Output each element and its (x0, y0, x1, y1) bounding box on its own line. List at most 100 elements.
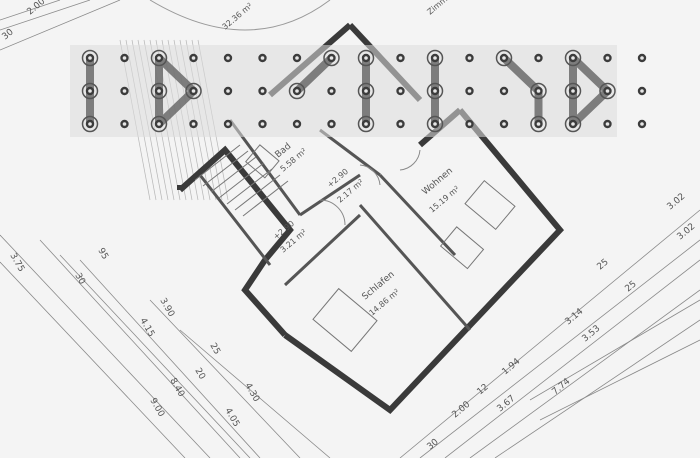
dimension-line (469, 289, 700, 458)
pattern-dot[interactable] (465, 86, 474, 96)
pattern-dot[interactable] (603, 53, 612, 63)
pattern-dot[interactable] (396, 86, 405, 96)
pattern-dot[interactable] (499, 86, 509, 96)
pattern-dot-center (191, 122, 196, 126)
pattern-dot[interactable] (327, 86, 336, 96)
pattern-dot[interactable] (189, 53, 198, 63)
pattern-dot[interactable] (120, 53, 129, 63)
pattern-dot[interactable] (495, 49, 513, 67)
pattern-dot-center (122, 122, 127, 126)
pattern-dot[interactable] (534, 53, 543, 63)
pattern-dot[interactable] (564, 49, 582, 67)
pattern-dot[interactable] (120, 86, 129, 96)
pattern-dot[interactable] (288, 82, 306, 100)
pattern-dot[interactable] (396, 53, 405, 63)
door-swing (319, 199, 346, 226)
pattern-dot[interactable] (258, 86, 267, 96)
sofa (464, 179, 516, 231)
pattern-dot[interactable] (120, 119, 129, 129)
dimension-line (39, 239, 241, 458)
pattern-dot[interactable] (185, 82, 202, 100)
pattern-dot-center (260, 56, 265, 60)
pattern-dot[interactable] (150, 115, 168, 133)
dimension-line (539, 339, 700, 421)
pattern-dot[interactable] (258, 53, 267, 63)
pattern-dot[interactable] (564, 115, 582, 133)
pattern-dot[interactable] (223, 53, 233, 63)
pattern-dot-ring (357, 82, 375, 100)
pattern-dot-center (295, 89, 299, 93)
pattern-dot[interactable] (323, 49, 340, 67)
dimension-line (59, 254, 251, 458)
pattern-dot[interactable] (637, 53, 647, 63)
pattern-dot-ring (357, 49, 375, 67)
pattern-dot-ring (599, 82, 616, 100)
pattern-dot-ring (564, 82, 582, 100)
dimension-line (529, 299, 700, 401)
pattern-dot-center (295, 122, 299, 126)
pattern-dot-center (398, 56, 403, 60)
dimension-label: 25 (207, 342, 221, 357)
pattern-dot-ring (426, 82, 444, 100)
pattern-dot-center (467, 89, 472, 93)
pattern-dot-ring (81, 82, 99, 100)
pattern-dot[interactable] (426, 82, 444, 100)
pattern-dot-ring (81, 115, 99, 133)
pattern-dot[interactable] (426, 49, 444, 67)
table (439, 226, 485, 270)
door-swing (359, 164, 381, 186)
pattern-dot[interactable] (637, 119, 647, 129)
pattern-dot[interactable] (292, 119, 302, 129)
pattern-dot[interactable] (292, 53, 302, 63)
dimension-line (494, 319, 700, 458)
pattern-dot-center (571, 89, 575, 93)
pattern-dot[interactable] (499, 119, 509, 129)
pattern-dot[interactable] (564, 82, 582, 100)
pattern-dot[interactable] (189, 119, 198, 129)
pattern-dot-center (536, 122, 541, 126)
pattern-dot[interactable] (599, 82, 616, 100)
dimension-line (0, 0, 91, 31)
pattern-dot[interactable] (223, 119, 233, 129)
pattern-dot[interactable] (81, 82, 99, 100)
pattern-dot[interactable] (465, 119, 474, 129)
pattern-dot[interactable] (81, 115, 99, 133)
pattern-dot-center (226, 89, 230, 93)
bed (312, 287, 378, 353)
stairs (194, 144, 289, 217)
pattern-dot[interactable] (530, 82, 547, 100)
pattern-dot[interactable] (81, 49, 99, 67)
interior-wall (319, 128, 381, 177)
pattern-dot[interactable] (426, 115, 444, 133)
pattern-dot[interactable] (150, 49, 168, 67)
interior-wall (378, 173, 457, 257)
pattern-dot-center (433, 89, 437, 93)
pattern-dot-center (295, 56, 299, 60)
pattern-dot[interactable] (637, 86, 647, 96)
pattern-dot-center (605, 56, 610, 60)
pattern-dot-ring (564, 115, 582, 133)
pattern-dot[interactable] (396, 119, 405, 129)
pattern-dot[interactable] (223, 86, 233, 96)
pattern-dot[interactable] (258, 119, 267, 129)
pattern-dot[interactable] (465, 53, 474, 63)
pattern-dot[interactable] (357, 82, 375, 100)
dimension-line (419, 239, 700, 458)
pattern-dot-ring (357, 115, 375, 133)
pattern-dot-center (191, 56, 196, 60)
pattern-dot[interactable] (357, 49, 375, 67)
pattern-dot[interactable] (603, 119, 612, 129)
pattern-dot-center (605, 89, 610, 93)
pattern-dot-ring (288, 82, 306, 100)
pattern-dot[interactable] (150, 82, 168, 100)
pattern-dot[interactable] (327, 119, 336, 129)
stair-step (242, 180, 289, 217)
pattern-dot[interactable] (357, 115, 375, 133)
pattern-dot-ring (150, 82, 168, 100)
pattern-dot-ring (323, 49, 340, 67)
pattern-dot-center (226, 56, 230, 60)
pattern-dot[interactable] (530, 115, 547, 133)
pattern-dot-center (364, 56, 368, 60)
